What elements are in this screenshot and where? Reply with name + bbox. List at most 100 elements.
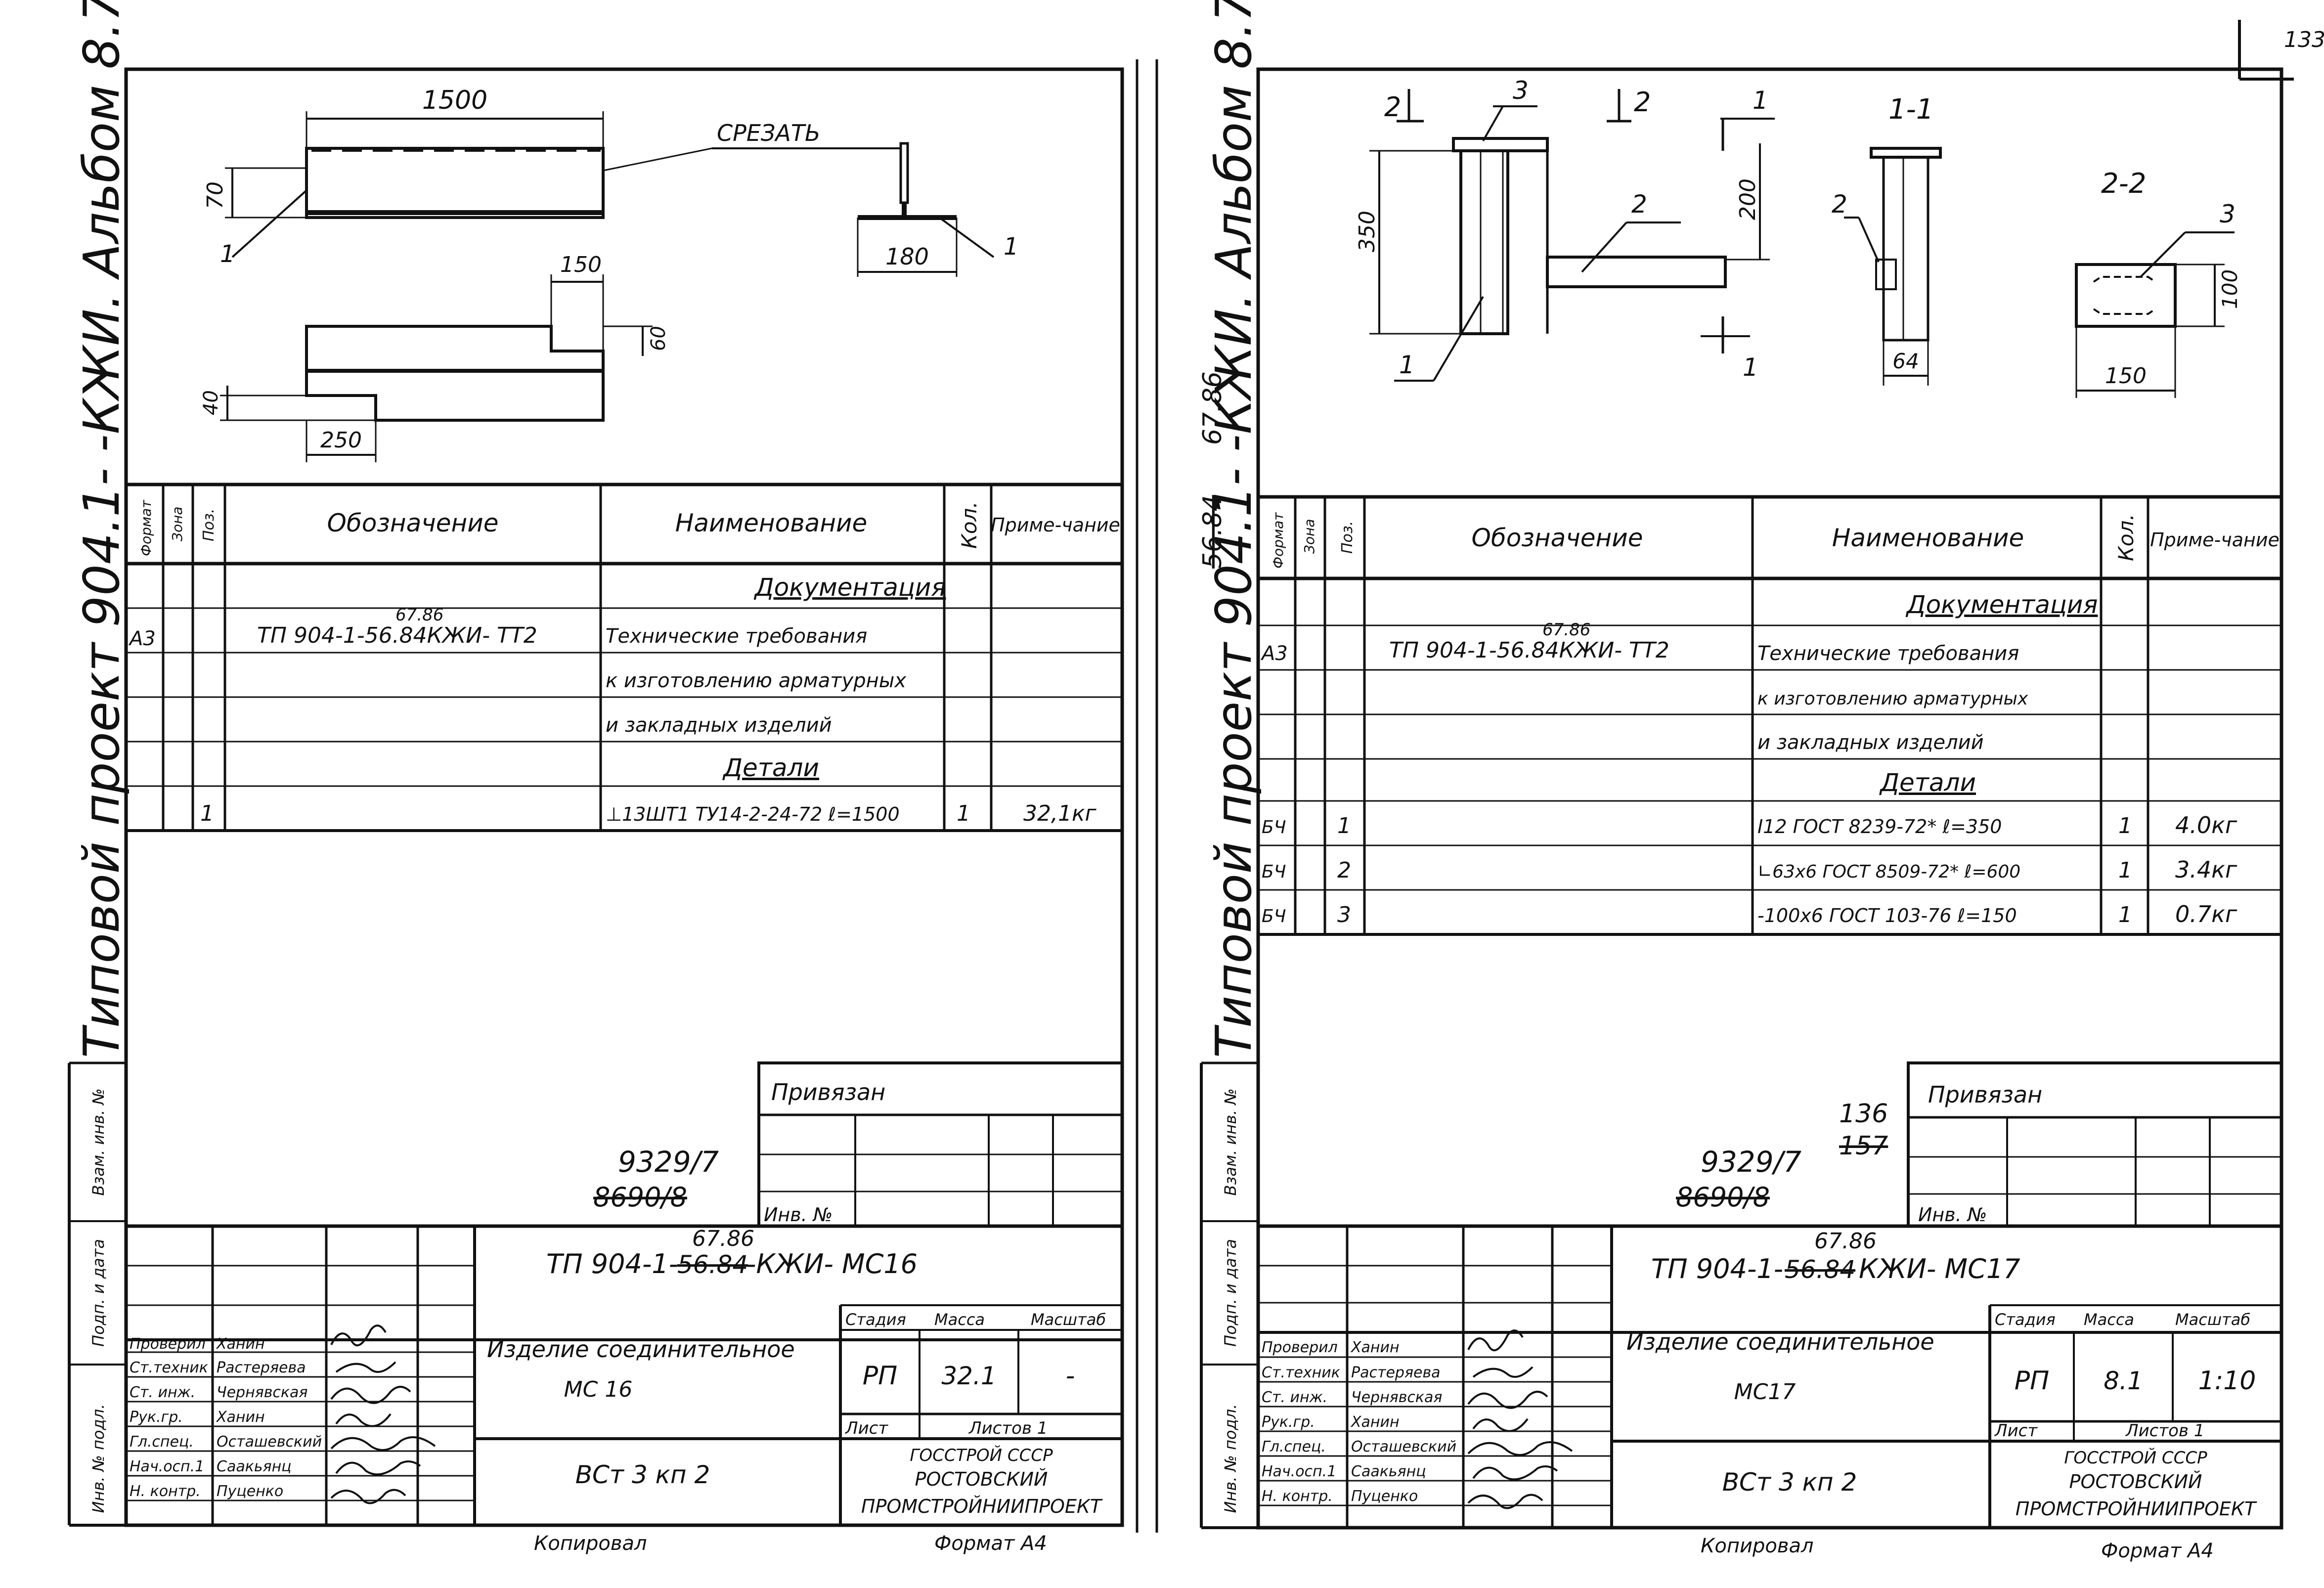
copied-label: Копировал bbox=[1701, 1535, 1814, 1557]
header-pos: Поз. bbox=[200, 509, 218, 541]
section-documentation: Документация bbox=[1906, 590, 2098, 619]
archive-number-old: 8690/8 bbox=[593, 1182, 687, 1213]
row-format: A3 bbox=[1260, 642, 1288, 665]
row-note: 4.0кг bbox=[2175, 812, 2237, 838]
cut-marker: 2 bbox=[1384, 91, 1401, 123]
cut-label: СРЕЗАТЬ bbox=[717, 120, 821, 146]
archive-number: 9329/7 bbox=[618, 1145, 719, 1179]
stamp-sheets-label: Листов 1 bbox=[968, 1418, 1048, 1438]
pos-label: 1 bbox=[220, 240, 235, 268]
left-sheet: Инв. № подл. Подп. и дата Взам. инв. № Т… bbox=[68, 0, 1124, 1555]
row-name: ⊥13ШТ1 ТУ14-2-24-72 ℓ=1500 bbox=[606, 803, 900, 825]
archive-number: 9329/7 bbox=[1701, 1145, 1801, 1179]
row-pos: 2 bbox=[1337, 858, 1351, 883]
archive-number-side: 136 bbox=[1839, 1099, 1888, 1129]
stamp-mark: МС17 bbox=[1734, 1379, 1796, 1405]
stamp-material: ВСт 3 кп 2 bbox=[575, 1460, 710, 1489]
left-side-title: Типовой проект 904.1- -КЖИ. Альбом 8.7 bbox=[73, 0, 131, 1058]
header-zone: Зона bbox=[169, 506, 185, 541]
section-title: 2-2 bbox=[2101, 168, 2146, 200]
row-note: 32,1кг bbox=[1023, 801, 1097, 826]
right-side-code-old: 56.84 bbox=[1198, 495, 1228, 569]
signatory-name: Чернявская bbox=[1351, 1389, 1442, 1406]
stamp-code-prefix: ТП 904-1- bbox=[1651, 1253, 1783, 1284]
header-qty: Кол. bbox=[2114, 514, 2138, 561]
stamp-signatories: Проверил Ст.техник Ст. инж. Рук.гр. Гл.с… bbox=[1258, 1329, 1612, 1509]
header-name: Наименование bbox=[675, 509, 868, 537]
signatory-name: Пуценко bbox=[1351, 1488, 1418, 1505]
stamp-sheet-label: Лист bbox=[844, 1418, 888, 1438]
stamp-stage-label: Стадия bbox=[1995, 1310, 2056, 1329]
stamp-title: Изделие соединительное bbox=[1626, 1328, 1934, 1355]
format-label: Формат А4 bbox=[2101, 1540, 2214, 1562]
signatory-name: Чернявская bbox=[217, 1384, 307, 1401]
section-details: Детали bbox=[1879, 768, 1976, 797]
row-designation-new: 67.86 bbox=[395, 605, 443, 625]
role: Ст. инж. bbox=[130, 1384, 195, 1401]
strip-vzam-inv: Взам. инв. № bbox=[89, 1088, 108, 1195]
pos-label: 1 bbox=[1399, 351, 1415, 379]
signatory-name: Растеряева bbox=[217, 1359, 306, 1376]
stamp-code-old: 56.84 bbox=[677, 1250, 748, 1279]
header-zone: Зона bbox=[1301, 519, 1317, 554]
signatory-name: Пуценко bbox=[217, 1483, 283, 1500]
archive-number-old: 8690/8 bbox=[1676, 1182, 1770, 1213]
signature bbox=[330, 1324, 436, 1504]
header-format: Формат bbox=[138, 500, 154, 556]
header-format: Формат bbox=[1270, 512, 1286, 569]
signatory-name: Растеряева bbox=[1351, 1364, 1441, 1381]
header-name: Наименование bbox=[1832, 524, 2024, 552]
dim-350: 350 bbox=[1355, 211, 1380, 252]
role: Ст. инж. bbox=[1262, 1389, 1327, 1406]
row-format: A3 bbox=[128, 627, 156, 650]
pos-label-section: 1 bbox=[1004, 233, 1019, 261]
inv-no-label: Инв. № bbox=[764, 1204, 833, 1226]
pos-label: 2 bbox=[1832, 190, 1847, 219]
header-designation: Обозначение bbox=[1472, 524, 1643, 552]
role: Н. контр. bbox=[130, 1483, 201, 1500]
stamp-scale: 1:10 bbox=[2198, 1366, 2256, 1396]
stamp-code-suffix: КЖИ- МС17 bbox=[1859, 1253, 2020, 1284]
signatory-name: Саакьянц bbox=[217, 1458, 292, 1475]
stamp-code-prefix: ТП 904-1- bbox=[546, 1248, 678, 1279]
stamp-mass: 8.1 bbox=[2104, 1367, 2143, 1395]
role: Н. контр. bbox=[1262, 1488, 1333, 1505]
role: Рук.гр. bbox=[130, 1409, 183, 1426]
row-pos: 1 bbox=[200, 801, 214, 826]
right-sheet: Инв. № подл. Подп. и дата Взам. инв. № Т… bbox=[1198, 0, 2283, 1562]
row-format: БЧ bbox=[1262, 906, 1286, 926]
role: Гл.спец. bbox=[130, 1433, 194, 1451]
row-pos: 1 bbox=[1337, 813, 1351, 838]
signatory-name: Осташевский bbox=[217, 1433, 322, 1451]
stamp-org: ГОССТРОЙ СССР bbox=[910, 1445, 1053, 1465]
signature bbox=[1467, 1329, 1573, 1509]
privyazan-label: Привязан bbox=[771, 1079, 885, 1105]
row-name: Технические требования bbox=[606, 625, 867, 648]
left-frame bbox=[124, 67, 1124, 1527]
row-note: 3.4кг bbox=[2175, 856, 2237, 883]
role: Проверил bbox=[1262, 1339, 1338, 1356]
pos-label: 3 bbox=[1513, 76, 1529, 105]
header-pos: Поз. bbox=[1339, 521, 1356, 554]
stamp-scale-label: Масштаб bbox=[1031, 1310, 1106, 1329]
inv-no-label: Инв. № bbox=[1918, 1204, 1987, 1226]
role: Ст.техник bbox=[1262, 1364, 1340, 1381]
row-name: -100х6 ГОСТ 103-76 ℓ=150 bbox=[1757, 905, 2017, 926]
stamp-mass: 32.1 bbox=[941, 1362, 996, 1390]
stamp-mass-label: Масса bbox=[2084, 1310, 2134, 1329]
stamp-stage-label: Стадия bbox=[845, 1310, 906, 1329]
dim-cut-width: 150 bbox=[560, 252, 602, 277]
pos-label: 3 bbox=[2220, 200, 2236, 228]
stamp-code-new: 67.86 bbox=[1814, 1229, 1877, 1254]
stamp-material: ВСт 3 кп 2 bbox=[1722, 1468, 1857, 1497]
signatory-name: Ханин bbox=[1350, 1413, 1400, 1431]
dim-100: 100 bbox=[2218, 269, 2242, 309]
row-name: к изготовлению арматурных bbox=[1757, 689, 2028, 709]
dim-length: 1500 bbox=[422, 86, 487, 115]
right-side-code-new: 67.86 bbox=[1198, 371, 1228, 445]
strip-inv-podl: Инв. № подл. bbox=[89, 1404, 108, 1513]
header-designation: Обозначение bbox=[327, 509, 499, 537]
role: Гл.спец. bbox=[1262, 1438, 1326, 1456]
row-qty: 1 bbox=[2118, 902, 2132, 927]
